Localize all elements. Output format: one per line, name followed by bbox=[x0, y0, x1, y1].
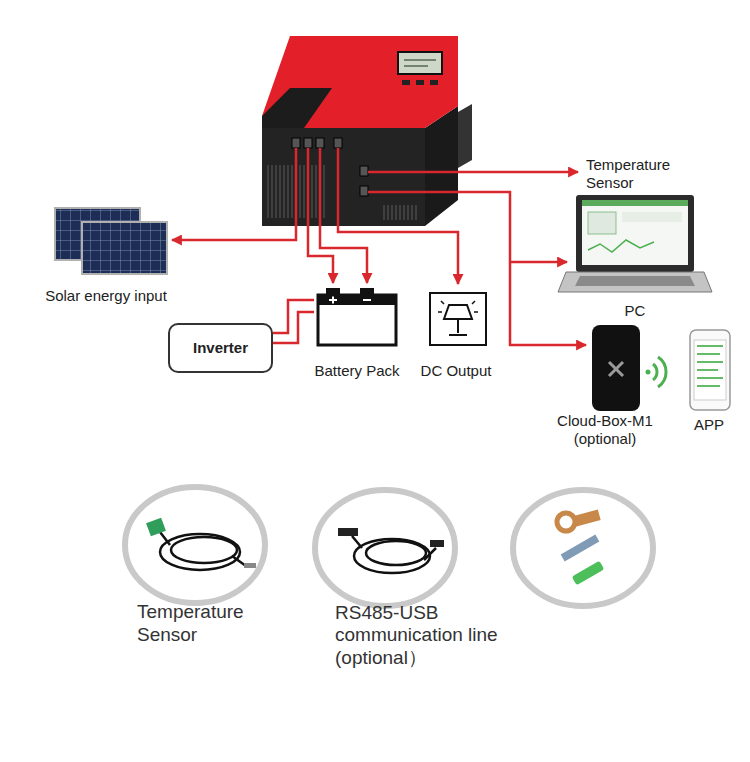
copper-lug bbox=[557, 513, 575, 531]
icon-label: Solar energy input bbox=[36, 287, 176, 305]
cable-coil bbox=[160, 534, 240, 570]
battery-wire bbox=[320, 148, 367, 283]
button bbox=[402, 80, 410, 85]
port bbox=[316, 138, 324, 148]
controller-lid bbox=[262, 36, 458, 128]
usb-plug bbox=[338, 528, 358, 536]
app-panel bbox=[622, 212, 682, 222]
pc-node: PC bbox=[565, 192, 705, 320]
port bbox=[360, 166, 368, 176]
keyboard bbox=[575, 276, 695, 286]
wifi-symbol bbox=[646, 357, 667, 387]
load-wire bbox=[338, 148, 458, 284]
controller-wires bbox=[172, 148, 586, 345]
polarity-marks bbox=[329, 297, 371, 304]
cable-coil bbox=[366, 541, 426, 565]
icon-label: RS485-USB communication line (optional） bbox=[335, 602, 508, 670]
screw bbox=[561, 535, 600, 562]
comm-wire bbox=[510, 261, 567, 264]
cable-end bbox=[160, 532, 246, 566]
lamp-shade bbox=[444, 305, 472, 319]
copper-lug bbox=[573, 509, 601, 526]
icon-label: APP bbox=[680, 416, 738, 434]
controller-front bbox=[262, 128, 425, 226]
battery-body bbox=[318, 295, 396, 345]
button bbox=[416, 80, 424, 85]
box-label: Inverter bbox=[176, 339, 265, 357]
port bbox=[360, 186, 368, 196]
lcd-screen bbox=[398, 52, 442, 74]
rs485-plug bbox=[430, 540, 444, 547]
battery-node: Battery Pack bbox=[314, 285, 400, 380]
accessory-oval bbox=[315, 490, 455, 606]
port bbox=[334, 138, 342, 148]
cloud-box-node: Cloud-Box-M1 (optional) bbox=[545, 320, 665, 448]
cloud-box-logo bbox=[609, 362, 623, 376]
inverter-box: Inverter bbox=[168, 323, 273, 373]
sensor-cable bbox=[160, 532, 246, 570]
icon-label: Battery Pack bbox=[314, 362, 400, 380]
accessory-oval bbox=[513, 490, 653, 606]
sensor-accessory: Temperature Sensor bbox=[125, 482, 275, 647]
phone-screen bbox=[694, 340, 726, 400]
app-chart bbox=[588, 240, 654, 252]
lamp-frame bbox=[430, 293, 486, 345]
lcd-segments bbox=[404, 60, 436, 66]
rs485-accessory: RS485-USB communication line (optional） bbox=[318, 485, 508, 670]
laptop-base bbox=[558, 272, 712, 292]
app-panel bbox=[588, 212, 616, 234]
cable-coil bbox=[171, 537, 237, 563]
sensor-plug bbox=[146, 518, 166, 537]
laptop-lid bbox=[576, 195, 694, 272]
phone-icon bbox=[690, 330, 730, 410]
solar-panel bbox=[82, 222, 167, 274]
wifi-arc bbox=[658, 357, 666, 387]
wall-anchor bbox=[572, 561, 605, 586]
sensor-probe bbox=[244, 563, 256, 568]
wifi-arc bbox=[653, 364, 657, 380]
cable-coil bbox=[354, 539, 430, 573]
wire-connector bbox=[273, 300, 314, 333]
phone-body bbox=[690, 330, 730, 410]
accessory-oval bbox=[125, 487, 265, 603]
cloud-box-icon bbox=[592, 325, 640, 411]
solar-panels bbox=[55, 208, 167, 274]
sensor-label: Temperature Sensor bbox=[586, 156, 686, 200]
battery-icon bbox=[318, 288, 396, 345]
icon-label: DC Output bbox=[412, 362, 500, 380]
solar-wire bbox=[172, 148, 296, 240]
lamp-stand bbox=[449, 319, 467, 335]
port bbox=[292, 138, 300, 148]
port bbox=[304, 138, 312, 148]
light-rays bbox=[438, 301, 478, 312]
app-header bbox=[582, 200, 688, 206]
rs485-cable bbox=[352, 536, 436, 573]
dc-output-node: DC Output bbox=[412, 285, 500, 380]
sensor-wire bbox=[368, 171, 578, 174]
solar-panel-node: Solar energy input bbox=[36, 200, 176, 305]
lamp-icon bbox=[430, 293, 486, 345]
icon-label: PC bbox=[565, 302, 705, 320]
laptop-screen bbox=[582, 200, 688, 265]
mounting-flange bbox=[458, 104, 472, 168]
wire-connector bbox=[273, 312, 314, 343]
icon-label: Cloud-Box-M1 (optional) bbox=[545, 412, 665, 448]
accessory-ovals bbox=[125, 487, 653, 606]
app-node: APP bbox=[680, 326, 738, 434]
comm-wire bbox=[368, 192, 586, 345]
charge-controller bbox=[262, 36, 472, 226]
laptop-icon bbox=[558, 195, 712, 292]
icon-label: Temperature Sensor bbox=[137, 601, 275, 647]
app-rows bbox=[697, 346, 723, 386]
button bbox=[430, 80, 438, 85]
cable-end bbox=[352, 536, 436, 560]
wifi-dot bbox=[646, 370, 651, 375]
icon-label: Temperature Sensor bbox=[586, 156, 686, 192]
lid-band bbox=[262, 88, 332, 128]
mounting-kit bbox=[557, 509, 604, 585]
battery-band bbox=[318, 295, 396, 305]
cloud-box bbox=[592, 325, 640, 411]
